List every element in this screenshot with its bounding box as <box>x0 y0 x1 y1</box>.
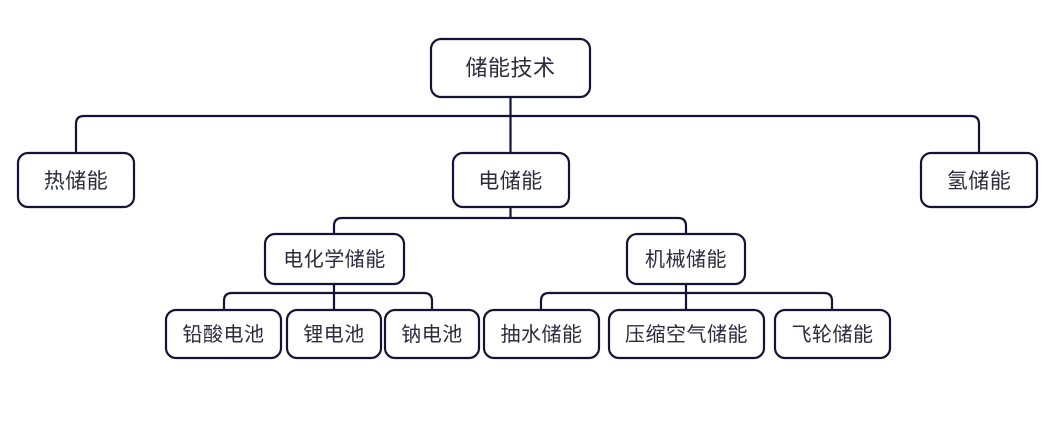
connector-group-mechanical <box>539 284 834 310</box>
node-sodium[interactable]: 钠电池 <box>383 308 481 360</box>
node-electrochemical[interactable]: 电化学储能 <box>263 232 406 286</box>
connector-group-root <box>74 97 981 153</box>
node-flywheel-label: 飞轮储能 <box>792 322 874 346</box>
node-root-box[interactable] <box>429 37 592 99</box>
node-lithium[interactable]: 锂电池 <box>285 308 383 360</box>
node-root[interactable]: 储能技术 <box>429 37 592 99</box>
node-mechanical-box[interactable] <box>625 232 747 286</box>
node-flywheel[interactable]: 飞轮储能 <box>773 308 892 360</box>
connector-root-to-hydrogen <box>510 114 981 153</box>
node-lead-acid-box[interactable] <box>164 308 283 360</box>
node-mechanical-label: 机械储能 <box>645 247 727 271</box>
node-compressed-air[interactable]: 压缩空气储能 <box>607 308 766 360</box>
node-lithium-label: 锂电池 <box>303 322 365 346</box>
connector-root-to-thermal <box>74 114 511 153</box>
node-sodium-label: 钠电池 <box>401 322 463 346</box>
node-lead-acid[interactable]: 铅酸电池 <box>164 308 283 360</box>
node-flywheel-box[interactable] <box>773 308 892 360</box>
node-thermal[interactable]: 热储能 <box>16 151 136 209</box>
node-sodium-box[interactable] <box>383 308 481 360</box>
node-hydrogen[interactable]: 氢储能 <box>919 151 1039 209</box>
node-pumped-hydro-label: 抽水储能 <box>501 322 583 346</box>
node-thermal-label: 热储能 <box>44 169 109 193</box>
node-electrochemical-box[interactable] <box>263 232 406 286</box>
node-lithium-box[interactable] <box>285 308 383 360</box>
node-thermal-box[interactable] <box>16 151 136 209</box>
node-lead-acid-label: 铅酸电池 <box>183 322 265 346</box>
node-electrochemical-label: 电化学储能 <box>283 247 386 271</box>
node-pumped-hydro-box[interactable] <box>482 308 601 360</box>
node-electric-label: 电储能 <box>478 169 543 193</box>
connector-group-electrochemical <box>222 284 434 310</box>
node-electric[interactable]: 电储能 <box>451 151 571 209</box>
node-hydrogen-box[interactable] <box>919 151 1039 209</box>
connector-electric-to-electrochemical <box>332 216 511 234</box>
connector-group-electric <box>332 207 688 234</box>
connector-mechanical-to-flywheel <box>686 291 834 310</box>
node-compressed-air-box[interactable] <box>607 308 766 360</box>
node-root-label: 储能技术 <box>465 57 555 82</box>
connector-electric-to-mechanical <box>510 216 688 234</box>
node-compressed-air-label: 压缩空气储能 <box>625 322 748 346</box>
connector-electrochemical-to-sodium <box>334 291 434 310</box>
node-mechanical[interactable]: 机械储能 <box>625 232 747 286</box>
node-electric-box[interactable] <box>451 151 571 209</box>
node-pumped-hydro[interactable]: 抽水储能 <box>482 308 601 360</box>
connector-mechanical-to-pumped-hydro <box>539 291 686 310</box>
node-hydrogen-label: 氢储能 <box>947 169 1012 193</box>
connector-electrochemical-to-lead-acid <box>222 291 334 310</box>
